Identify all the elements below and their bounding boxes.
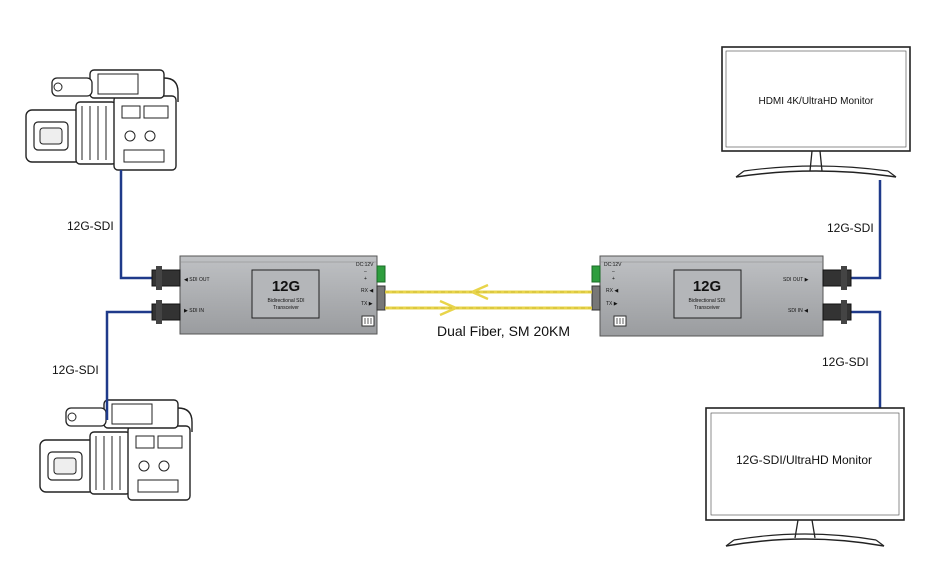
transceiver-badge: 12G xyxy=(693,278,721,295)
transceiver-title-line1: Bidirectional SDI xyxy=(689,298,726,304)
cable-label-camera-bottom: 12G-SDI xyxy=(52,363,99,377)
fiber-links xyxy=(385,283,592,317)
arrow-left-icon xyxy=(471,283,489,301)
monitor-bottom: 12G-SDI/UltraHD Monitor xyxy=(705,407,905,547)
transceiver-left: ◀ SDI OUT ▶ SDI IN 12G Bidirectional SDI… xyxy=(151,255,386,335)
transceiver-title-line2: Transceiver xyxy=(694,305,720,311)
power-minus: – xyxy=(364,269,367,275)
transceiver-right: DC:12V – + RX ◀ TX ▶ 12G Bidirectional S… xyxy=(591,255,852,337)
cable-label-camera-top: 12G-SDI xyxy=(67,219,114,233)
monitor-top: HDMI 4K/UltraHD Monitor xyxy=(721,46,911,178)
port-label-sdi-in: ▶ SDI IN xyxy=(184,308,204,314)
fiber-port-icon xyxy=(376,285,386,311)
monitor-top-label: HDMI 4K/UltraHD Monitor xyxy=(758,96,874,107)
power-connector-icon xyxy=(376,265,386,283)
bnc-connector-icon xyxy=(151,266,181,324)
tx-label: TX ▶ xyxy=(606,301,618,307)
cable-label-monitor-bottom: 12G-SDI xyxy=(822,355,869,369)
power-label: DC:12V xyxy=(604,262,622,268)
rx-label: RX ◀ xyxy=(361,288,373,294)
power-minus: – xyxy=(612,269,615,275)
transceiver-title-line1: Bidirectional SDI xyxy=(268,298,305,304)
power-connector-icon xyxy=(591,265,601,283)
port-label-sdi-out: SDI OUT ▶ xyxy=(783,277,809,283)
fiber-port-icon xyxy=(591,285,601,311)
power-plus: + xyxy=(612,276,615,282)
sdi-cables xyxy=(105,170,882,420)
transceiver-badge: 12G xyxy=(272,278,300,295)
rx-label: RX ◀ xyxy=(606,288,618,294)
bnc-connector-icon xyxy=(822,266,852,324)
transceiver-title-line2: Transceiver xyxy=(273,305,299,311)
cable-label-monitor-top: 12G-SDI xyxy=(827,221,874,235)
camera-top-icon xyxy=(25,69,179,171)
arrow-right-icon xyxy=(439,299,457,317)
power-plus: + xyxy=(364,276,367,282)
port-label-sdi-in: SDI IN ◀ xyxy=(788,308,808,314)
power-label: DC:12V xyxy=(356,262,374,268)
camera-bottom-icon xyxy=(39,399,193,501)
tx-label: TX ▶ xyxy=(361,301,373,307)
port-label-sdi-out: ◀ SDI OUT xyxy=(184,277,210,283)
fiber-label: Dual Fiber, SM 20KM xyxy=(437,323,570,339)
monitor-bottom-label: 12G-SDI/UltraHD Monitor xyxy=(736,453,872,467)
